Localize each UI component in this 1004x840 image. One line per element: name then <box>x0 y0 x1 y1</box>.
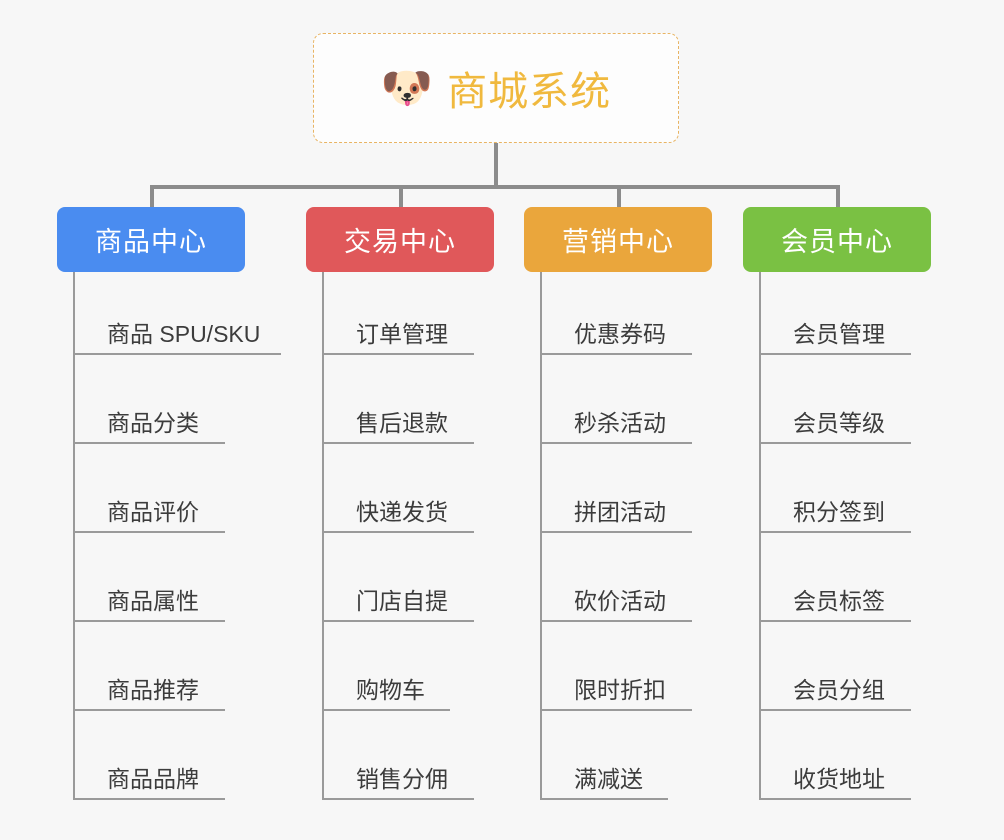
connector-drop-2 <box>399 185 403 209</box>
leaf-item-label: 会员等级 <box>793 410 885 436</box>
leaf-item-rule <box>73 798 225 800</box>
leaf-item-rule <box>322 709 450 711</box>
leaf-item-rule <box>322 620 474 622</box>
leaf-item-rule <box>73 620 225 622</box>
leaf-item-label: 砍价活动 <box>574 588 666 614</box>
root-title: 商城系统 <box>447 70 612 114</box>
category-card-product-center[interactable]: 商品中心 <box>57 207 245 272</box>
leaf-item-label: 收货地址 <box>793 766 885 792</box>
leaf-item-rule <box>73 709 225 711</box>
leaf-item-label: 商品品牌 <box>107 766 199 792</box>
leaf-item-rule <box>322 798 474 800</box>
leaf-item-rule <box>759 709 911 711</box>
leaf-item-rule <box>73 442 225 444</box>
leaf-item-label: 商品属性 <box>107 588 199 614</box>
leaf-item-label: 秒杀活动 <box>574 410 666 436</box>
connector-drop-1 <box>150 185 154 209</box>
leaf-item-rule <box>73 531 225 533</box>
leaf-item-rule <box>540 620 692 622</box>
leaf-item-label: 会员标签 <box>793 588 885 614</box>
leaf-item-label: 购物车 <box>356 677 425 703</box>
leaf-item-rule <box>540 353 692 355</box>
branch-column-marketing-center: 营销中心优惠券码秒杀活动拼团活动砍价活动限时折扣满减送 <box>524 207 754 800</box>
leaf-item-label: 优惠券码 <box>574 321 666 347</box>
column-spine-trade-center <box>322 272 324 800</box>
leaf-item-label: 商品推荐 <box>107 677 199 703</box>
leaf-item-rule <box>759 531 911 533</box>
leaf-item-label: 会员分组 <box>793 677 885 703</box>
leaf-item-label: 限时折扣 <box>574 677 666 703</box>
column-spine-member-center <box>759 272 761 800</box>
leaf-item-rule <box>540 798 668 800</box>
leaf-item-label: 商品评价 <box>107 499 199 525</box>
leaf-item-label: 满减送 <box>574 766 643 792</box>
connector-horizontal-bus <box>150 185 838 189</box>
leaf-item-label: 销售分佣 <box>356 766 448 792</box>
leaf-item-label: 售后退款 <box>356 410 448 436</box>
leaf-item-rule <box>322 531 474 533</box>
connector-drop-4 <box>836 185 840 209</box>
leaf-item-label: 订单管理 <box>356 321 448 347</box>
leaf-item-rule <box>322 353 474 355</box>
leaf-item-label: 快递发货 <box>356 499 448 525</box>
leaf-item-rule <box>322 442 474 444</box>
root-node[interactable]: 🐶 商城系统 <box>313 33 679 143</box>
leaf-item-rule <box>540 709 692 711</box>
leaf-item-label: 积分签到 <box>793 499 885 525</box>
leaf-item-rule <box>540 531 692 533</box>
leaf-item-label: 门店自提 <box>356 588 448 614</box>
category-card-marketing-center[interactable]: 营销中心 <box>524 207 712 272</box>
leaf-item-rule <box>759 442 911 444</box>
leaf-item-rule <box>73 353 281 355</box>
leaf-item-label: 会员管理 <box>793 321 885 347</box>
connector-root-stem <box>494 143 498 188</box>
branch-column-member-center: 会员中心会员管理会员等级积分签到会员标签会员分组收货地址 <box>743 207 973 800</box>
shiba-dog-face-icon: 🐶 <box>380 64 434 111</box>
column-spine-product-center <box>73 272 75 800</box>
connector-drop-3 <box>617 185 621 209</box>
branch-column-trade-center: 交易中心订单管理售后退款快递发货门店自提购物车销售分佣 <box>306 207 536 800</box>
leaf-item-rule <box>759 798 911 800</box>
category-card-trade-center[interactable]: 交易中心 <box>306 207 494 272</box>
leaf-item-rule <box>759 353 911 355</box>
leaf-item-rule <box>540 442 692 444</box>
category-card-member-center[interactable]: 会员中心 <box>743 207 931 272</box>
branch-column-product-center: 商品中心商品 SPU/SKU 商品分类商品评价商品属性商品推荐商品品牌 <box>57 207 287 800</box>
leaf-item-rule <box>759 620 911 622</box>
column-spine-marketing-center <box>540 272 542 800</box>
leaf-item-label: 商品分类 <box>107 410 199 436</box>
leaf-item-label: 商品 SPU/SKU <box>107 321 261 347</box>
leaf-item-label: 拼团活动 <box>574 499 666 525</box>
